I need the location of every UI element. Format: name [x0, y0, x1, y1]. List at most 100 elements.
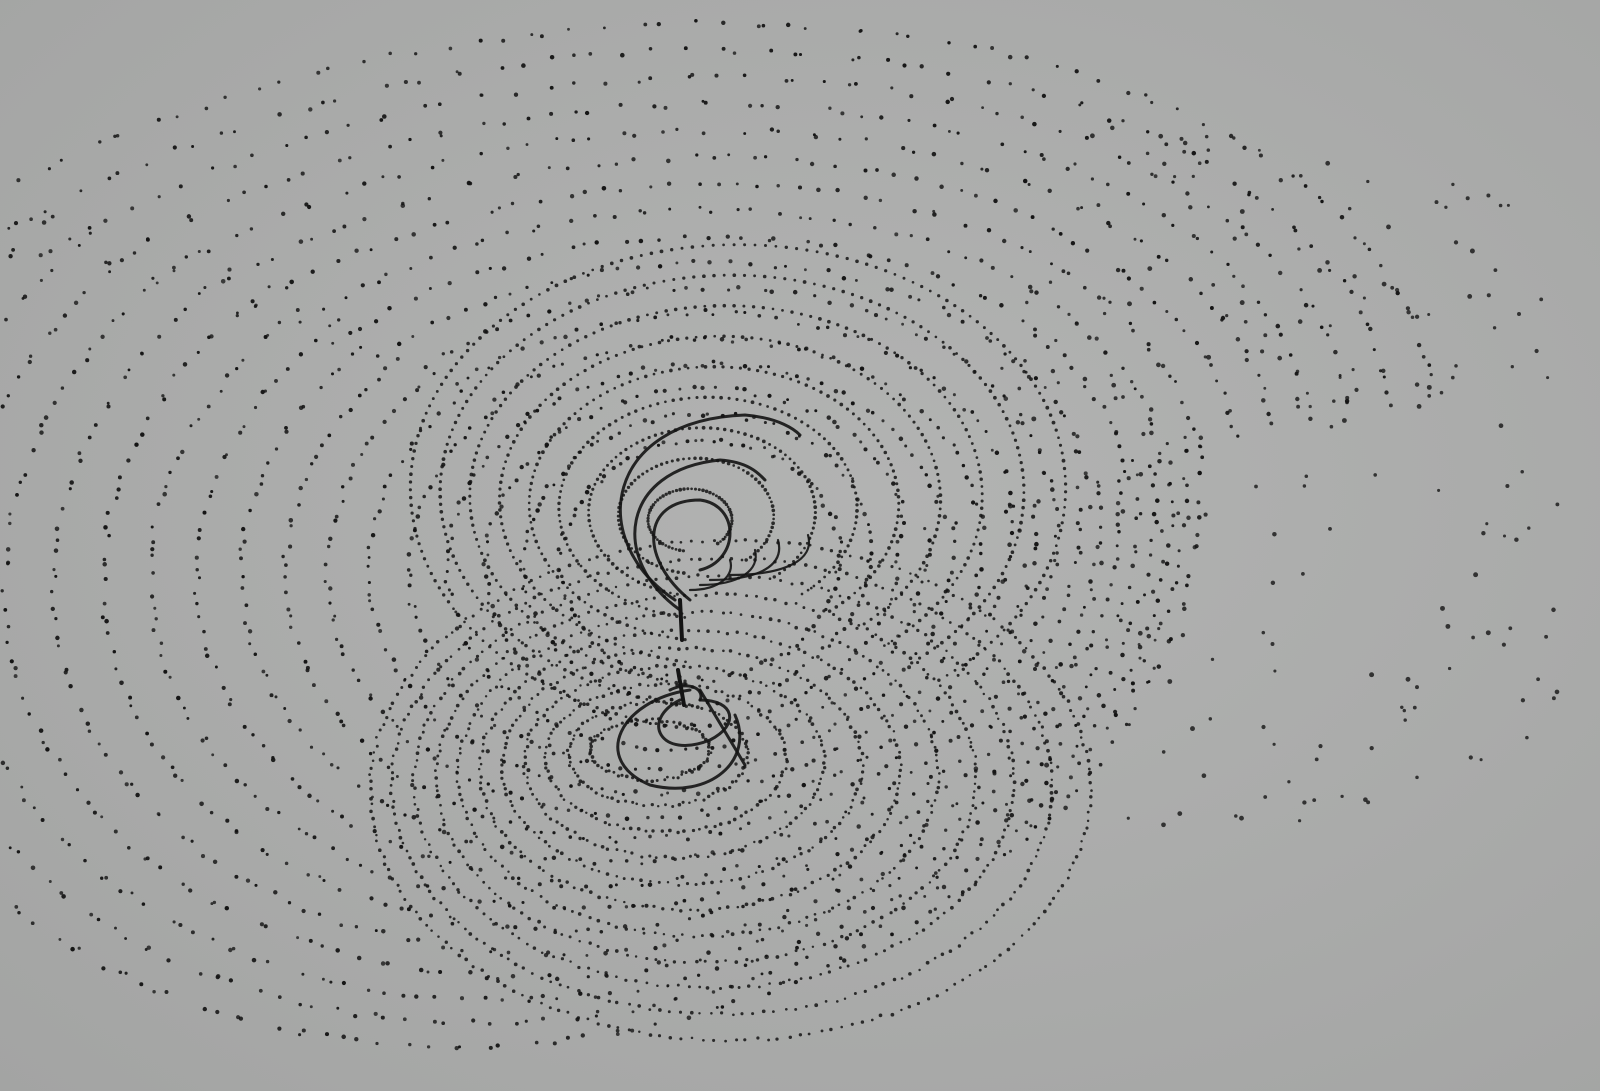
- trajectory-dot: [532, 946, 537, 950]
- trajectory-dot: [577, 620, 581, 624]
- trajectory-dot: [867, 523, 870, 527]
- trajectory-dot: [59, 891, 64, 895]
- trajectory-dot: [1075, 521, 1080, 526]
- trajectory-dot: [562, 906, 567, 910]
- trajectory-dot: [1146, 342, 1151, 347]
- trajectory-dot: [773, 725, 777, 729]
- trajectory-dot: [582, 627, 586, 631]
- trajectory-dot: [550, 639, 556, 645]
- trajectory-dot: [405, 849, 409, 853]
- trajectory-dot: [759, 660, 764, 665]
- trajectory-dot: [577, 704, 582, 708]
- trajectory-dot: [726, 505, 730, 509]
- trajectory-dot: [483, 995, 488, 1000]
- trajectory-dot: [107, 533, 111, 538]
- trajectory-dot: [524, 590, 528, 594]
- trajectory-dot: [866, 559, 870, 563]
- trajectory-dot: [1145, 626, 1150, 631]
- trajectory-dot: [938, 772, 941, 775]
- trajectory-dot: [609, 664, 614, 669]
- trajectory-dot: [744, 744, 749, 749]
- trajectory-dot: [1505, 483, 1510, 489]
- trajectory-dot: [647, 561, 651, 565]
- trajectory-dot: [1029, 289, 1034, 294]
- trajectory-dot: [748, 555, 753, 559]
- trajectory-dot: [1019, 715, 1024, 720]
- trajectory-dot: [814, 409, 818, 413]
- trajectory-dot: [543, 761, 548, 766]
- trajectory-dot: [1045, 566, 1050, 570]
- trajectory-dot: [495, 651, 498, 654]
- trajectory-dot: [290, 777, 295, 781]
- trajectory-dot: [816, 187, 821, 193]
- trajectory-dot: [761, 306, 765, 310]
- trajectory-dot: [874, 952, 878, 956]
- trajectory-dot: [855, 503, 859, 507]
- trajectory-dot: [1067, 584, 1071, 589]
- trajectory-dot: [329, 763, 334, 767]
- trajectory-dot: [474, 367, 479, 372]
- trajectory-dot: [500, 522, 504, 526]
- trajectory-dot: [701, 99, 705, 103]
- trajectory-dot: [470, 868, 474, 871]
- trajectory-dot: [1105, 726, 1109, 730]
- trajectory-dot: [763, 488, 768, 492]
- trajectory-dot: [437, 102, 442, 107]
- trajectory-dot: [722, 649, 725, 653]
- trajectory-dot: [1050, 368, 1056, 374]
- trajectory-dot: [783, 695, 787, 699]
- trajectory-dot: [172, 373, 176, 377]
- trajectory-dot: [537, 919, 541, 924]
- trajectory-dot: [770, 657, 775, 662]
- trajectory-dot: [895, 539, 900, 544]
- trajectory-dot: [331, 846, 335, 851]
- trajectory-dot: [996, 634, 1000, 638]
- trajectory-dot: [577, 699, 580, 702]
- trajectory-dot: [860, 296, 864, 300]
- trajectory-dot: [831, 355, 836, 360]
- trajectory-dot: [1096, 78, 1101, 83]
- trajectory-dot: [27, 359, 32, 365]
- trajectory-dot: [886, 306, 891, 311]
- trajectory-dot: [598, 683, 602, 687]
- trajectory-dot: [971, 656, 976, 660]
- trajectory-dot: [886, 258, 891, 263]
- trajectory-dot: [882, 949, 887, 953]
- trajectory-dot: [898, 781, 901, 785]
- trajectory-dot: [442, 818, 446, 822]
- trajectory-dot: [854, 278, 858, 282]
- trajectory-dot: [878, 198, 883, 203]
- trajectory-dot: [526, 768, 531, 773]
- trajectory-dot: [714, 494, 718, 498]
- trajectory-dot: [600, 787, 604, 791]
- trajectory-dot: [902, 690, 906, 694]
- trajectory-dot: [674, 636, 679, 641]
- trajectory-dot: [581, 780, 585, 784]
- trajectory-dot: [690, 557, 693, 561]
- trajectory-dot: [796, 939, 802, 945]
- trajectory-dot: [47, 167, 51, 171]
- trajectory-dot: [1210, 657, 1215, 662]
- trajectory-dot: [722, 427, 727, 432]
- trajectory-dot: [1155, 598, 1161, 603]
- trajectory-dot: [991, 789, 996, 794]
- trajectory-dot: [993, 808, 998, 813]
- trajectory-dot: [857, 417, 861, 421]
- trajectory-dot: [648, 47, 653, 51]
- trajectory-dot: [227, 702, 232, 707]
- trajectory-dot: [942, 911, 946, 915]
- trajectory-dot: [837, 617, 842, 622]
- trajectory-dot: [914, 573, 918, 577]
- trajectory-dot: [623, 400, 628, 405]
- trajectory-dot: [589, 787, 593, 791]
- trajectory-dot: [531, 475, 535, 479]
- trajectory-dot: [698, 763, 703, 768]
- trajectory-dot: [662, 388, 667, 393]
- trajectory-dot: [549, 85, 554, 90]
- trajectory-dot: [532, 368, 536, 372]
- trajectory-dot: [370, 532, 376, 538]
- trajectory-dot: [944, 828, 948, 832]
- trajectory-dot: [591, 487, 595, 491]
- trajectory-dot: [785, 430, 790, 435]
- trajectory-dot: [761, 23, 766, 28]
